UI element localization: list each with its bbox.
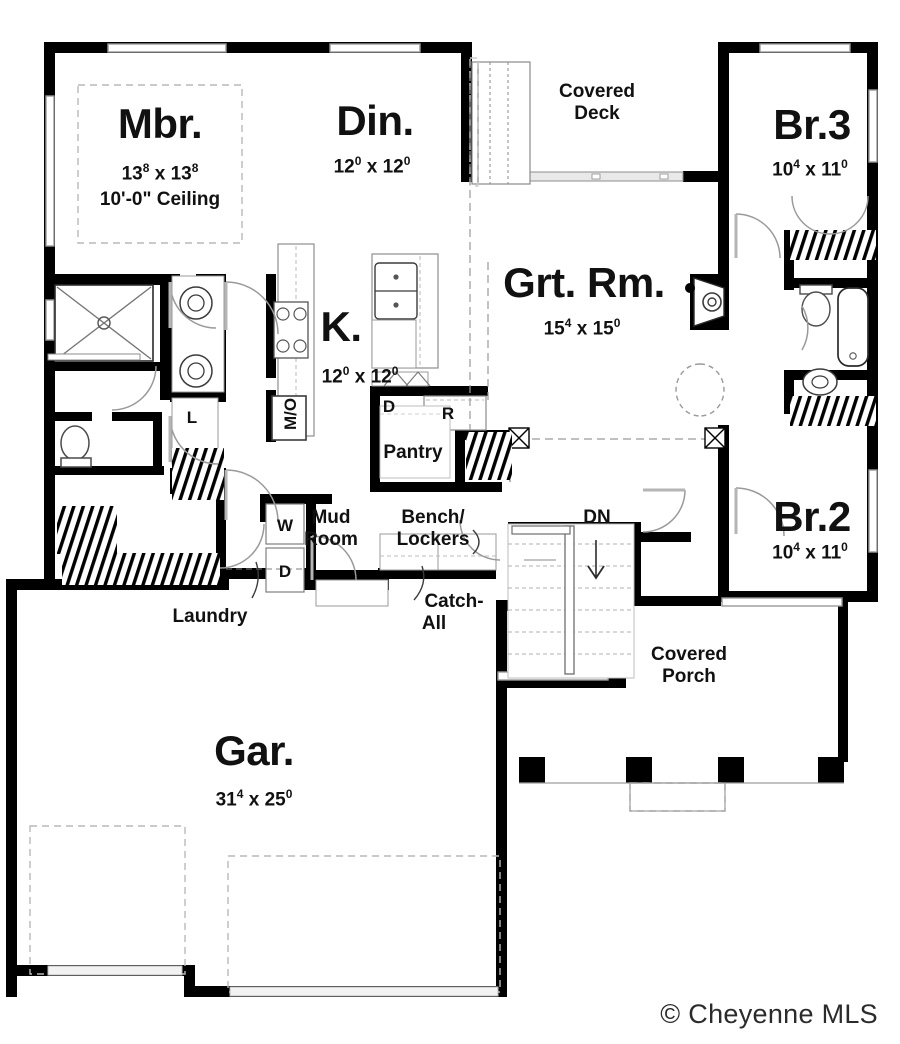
space-label-laundry: Laundry [172, 606, 248, 627]
room-label-br3: Br.3 [773, 101, 851, 148]
kitchen-fixtures [271, 243, 487, 479]
sliding-glass-door [471, 61, 531, 185]
room-dim-br2: 104 x 110 [772, 540, 848, 564]
space-label-catch-all-line1: Catch- [424, 591, 484, 612]
space-label-covered-porch-line1: Covered [650, 644, 728, 665]
space-label-mud-room-line2: Room [304, 529, 358, 550]
room-label-grt-rm: Grt. Rm. [503, 259, 665, 306]
room-dim-din: 120 x 120 [333, 154, 411, 178]
stair-direction-label: DN [583, 507, 611, 528]
door-leaves [168, 214, 738, 580]
ceiling-beam-lines [469, 60, 706, 440]
closet-rod-hatching [466, 432, 512, 480]
door-swings [111, 195, 869, 581]
fireplace [675, 274, 728, 417]
space-label-covered-deck-line1: Covered [558, 81, 636, 102]
appliance-tag-microwave-oven: M/O [281, 397, 300, 430]
room-dim-br3: 104 x 110 [772, 157, 848, 181]
space-label-bench-lockers-line1: Bench/ [401, 507, 465, 528]
laundry-fixtures [226, 503, 306, 593]
room-dim-grt-rm: 154 x 150 [543, 316, 621, 340]
room-label-din: Din. [336, 97, 414, 144]
space-label-bench-lockers-line2: Lockers [396, 529, 470, 550]
beam-end-marks [508, 427, 726, 449]
appliance-tag-dryer: D [278, 562, 292, 581]
room-dim-garage: 314 x 250 [215, 787, 293, 811]
space-label-pantry: Pantry [383, 442, 443, 463]
appliance-tag-washer: W [276, 516, 294, 535]
room-label-garage: Gar. [214, 727, 294, 774]
room-dim-mbr: 138 x 138 [121, 161, 199, 185]
master-closet-rods [57, 448, 224, 585]
bench-lockers-cabinets [315, 533, 497, 607]
room-note-mbr: 10'-0" Ceiling [99, 189, 221, 210]
master-bath-fixtures [47, 275, 225, 468]
room-label-br2: Br.2 [773, 493, 851, 540]
appliance-tag-refrigerator: R [441, 404, 455, 423]
space-label-catch-all-line2: All [421, 613, 447, 634]
appliance-tag-linen-closet: L [186, 408, 198, 427]
staircase [507, 523, 635, 679]
room-dim-kitchen: 120 x 120 [321, 364, 399, 388]
porch-columns [519, 602, 848, 783]
leader-lines [251, 529, 480, 601]
garage-doors [47, 965, 499, 997]
appliance-tag-dishwasher: D [382, 397, 396, 416]
space-label-covered-deck-line2: Deck [574, 103, 620, 124]
space-label-mud-room-line1: Mud [311, 507, 351, 528]
space-label-covered-porch-line2: Porch [662, 666, 716, 687]
porch-slab [519, 782, 844, 812]
mls-watermark: © Cheyenne MLS [660, 999, 878, 1029]
room-label-kitchen: K. [320, 303, 363, 350]
shared-bath-fixtures [784, 230, 876, 426]
room-label-mbr: Mbr. [117, 100, 203, 147]
